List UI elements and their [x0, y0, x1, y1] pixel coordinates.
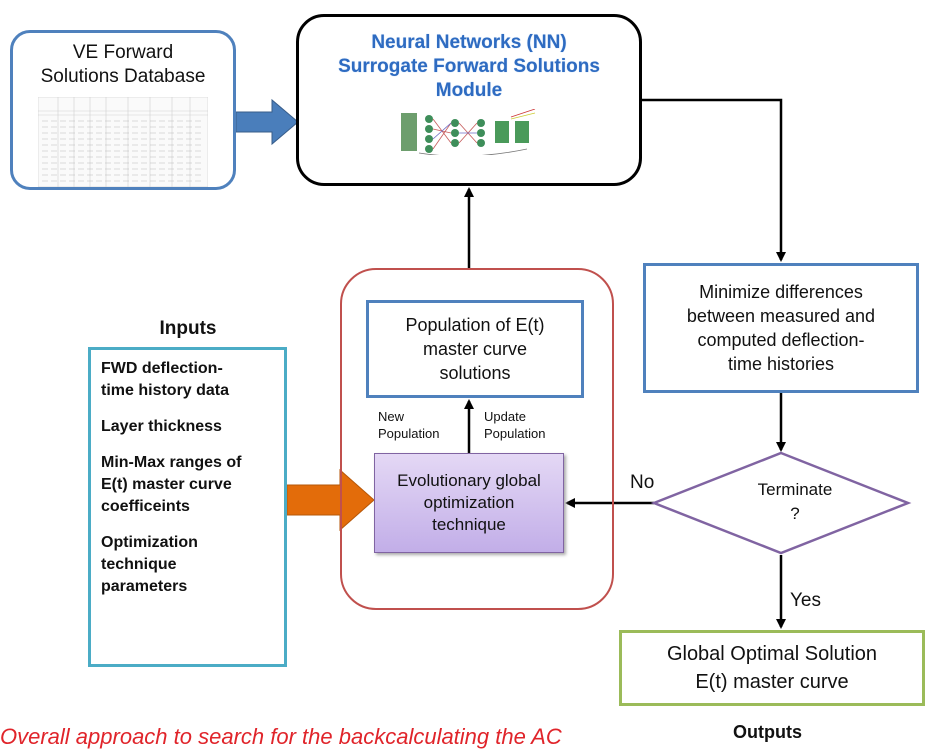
new-population-line2: Population: [378, 426, 440, 441]
minimize-line2: between measured and: [686, 306, 876, 326]
terminate-label: Terminate ?: [720, 478, 870, 526]
outputs-heading: Outputs: [733, 722, 802, 742]
evolutionary-optimization-box: Evolutionary global optimization techniq…: [374, 453, 564, 553]
nn-title-line1: Neural Networks (NN): [371, 32, 567, 53]
solutions-database-box: VE Forward Solutions Database: [10, 30, 236, 190]
population-box: Population of E(t) master curve solution…: [366, 300, 584, 398]
nn-module-box: Neural Networks (NN) Surrogate Forward S…: [296, 14, 642, 186]
database-label-line1: VE Forward: [72, 42, 174, 63]
input-item-fwd: FWD deflection- time history data: [101, 358, 276, 402]
update-population-line2: Population: [484, 426, 546, 441]
nn-to-minimize-connector: [642, 98, 786, 262]
input-minmax-line1: Min-Max ranges of: [101, 454, 242, 471]
input-minmax-line2: E(t) master curve: [101, 476, 232, 493]
terminate-diamond: [650, 451, 912, 555]
new-population-label: New Population: [378, 408, 439, 442]
input-fwd-line2: time history data: [101, 382, 230, 399]
yes-label: Yes: [790, 590, 821, 611]
new-population-line1: New: [378, 409, 405, 424]
input-fwd-line1: FWD deflection-: [101, 360, 223, 377]
inputs-heading: Inputs: [159, 318, 217, 339]
input-item-optimization-parameters: Optimization technique parameters: [101, 532, 276, 598]
minimize-line3: computed deflection-: [697, 330, 865, 350]
input-optim-line1: Optimization: [101, 534, 198, 551]
input-optim-line3: parameters: [101, 578, 188, 595]
nn-title-line3: Module: [435, 80, 503, 101]
input-layer-line1: Layer thickness: [101, 418, 222, 435]
population-line1: Population of E(t): [405, 315, 545, 335]
database-label-line2: Solutions Database: [40, 66, 206, 87]
terminate-line1: Terminate: [757, 480, 833, 499]
evolutionary-line2: optimization: [423, 493, 515, 512]
evolutionary-line1: Evolutionary global: [397, 471, 541, 490]
optimization-loop-frame: [340, 268, 614, 610]
update-population-line1: Update: [484, 409, 526, 424]
output-line1: Global Optimal Solution: [666, 643, 878, 665]
population-line3: solutions: [439, 363, 511, 383]
inputs-box: FWD deflection- time history data Layer …: [88, 347, 287, 667]
minimize-line1: Minimize differences: [699, 282, 863, 302]
database-table-thumbnail: [38, 97, 208, 187]
update-population-label: Update Population: [484, 408, 545, 442]
nn-module-title: Neural Networks (NN) Surrogate Forward S…: [338, 31, 600, 103]
evolutionary-line3: technique: [432, 515, 506, 534]
neural-network-graphic: [401, 109, 536, 155]
minimize-line4: time histories: [727, 354, 835, 374]
input-minmax-line3: coefficeints: [101, 498, 190, 515]
caption-text: Overall approach to search for the backc…: [0, 724, 562, 749]
nn-title-line2: Surrogate Forward Solutions: [338, 56, 600, 77]
terminate-line2: ?: [790, 504, 800, 523]
database-to-nn-block-arrow: [235, 98, 299, 146]
input-item-min-max-ranges: Min-Max ranges of E(t) master curve coef…: [101, 452, 276, 518]
population-line2: master curve: [422, 339, 528, 359]
minimize-differences-box: Minimize differences between measured an…: [643, 263, 919, 393]
no-label: No: [630, 472, 655, 493]
input-optim-line2: technique: [101, 556, 177, 573]
input-item-layer-thickness: Layer thickness: [101, 416, 276, 438]
output-line2: E(t) master curve: [695, 671, 849, 693]
global-optimal-solution-box: Global Optimal Solution E(t) master curv…: [619, 630, 925, 706]
